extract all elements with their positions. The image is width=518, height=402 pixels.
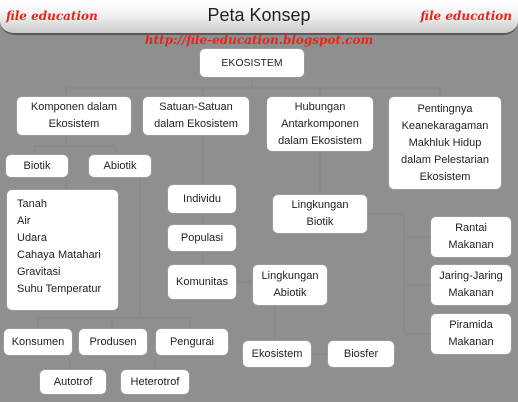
node-abiotik: Abiotik — [88, 154, 152, 178]
node-rantai-makanan: Rantai Makanan — [430, 216, 512, 258]
node-satuan: Satuan-Satuan dalam Ekosistem — [142, 96, 250, 136]
node-heterotrof: Heterotrof — [120, 369, 190, 395]
node-komunitas: Komunitas — [167, 264, 237, 300]
node-individu: Individu — [167, 184, 237, 214]
node-ekosistem: Ekosistem — [242, 340, 312, 368]
node-hubungan: Hubungan Antarkomponen dalam Ekosistem — [266, 96, 374, 152]
brand-left: file education — [6, 9, 98, 23]
header-bar: file education Peta Konsep file educatio… — [0, 0, 518, 35]
node-abiotik-list: Tanah Air Udara Cahaya Matahari Gravitas… — [6, 189, 119, 311]
node-pengurai: Pengurai — [155, 328, 229, 356]
page-title: Peta Konsep — [207, 5, 311, 25]
site-url: http://file-education.blogspot.com — [144, 33, 374, 47]
node-autotrof: Autotrof — [39, 369, 107, 395]
node-produsen: Produsen — [78, 328, 148, 356]
node-biotik: Biotik — [5, 154, 69, 178]
brand-right: file education — [420, 9, 512, 23]
node-ekosistem-root: EKOSISTEM — [199, 48, 305, 78]
node-jaring-makanan: Jaring-Jaring Makanan — [430, 264, 512, 306]
node-populasi: Populasi — [167, 224, 237, 252]
node-lingkungan-biotik: Lingkungan Biotik — [272, 194, 368, 234]
node-komponen: Komponen dalam Ekosistem — [16, 96, 132, 136]
node-piramida-makanan: Piramida Makanan — [430, 313, 512, 355]
node-lingkungan-abiotik: Lingkungan Abiotik — [252, 264, 328, 306]
node-konsumen: Konsumen — [3, 328, 73, 356]
node-pentingnya: Pentingnya Keanekaragaman Makhluk Hidup … — [388, 96, 502, 190]
node-biosfer: Biosfer — [327, 340, 395, 368]
